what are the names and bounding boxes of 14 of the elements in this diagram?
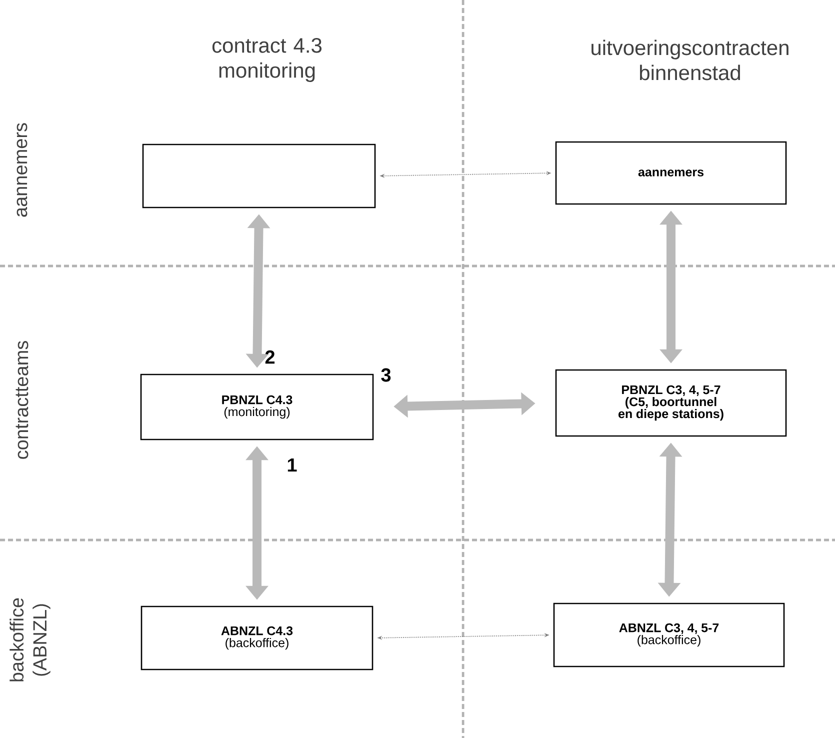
empty-box bbox=[142, 144, 376, 208]
row-heading: aannemers bbox=[16, 123, 28, 217]
process-box: PBNZL C4.3 (monitoring) bbox=[140, 374, 374, 440]
process-box: ABNZL C4.3 (backoffice) bbox=[140, 606, 374, 670]
edge-label: 2 bbox=[265, 350, 275, 364]
column-heading: contract 4.3 monitoring bbox=[212, 38, 322, 82]
process-box: aannemers bbox=[555, 141, 787, 205]
process-box: ABNZL C3, 4, 5-7 (backoffice) bbox=[553, 602, 785, 668]
row-heading: backoffice (ABNZL) bbox=[10, 598, 50, 682]
row-heading: contractteams bbox=[16, 341, 28, 459]
column-heading: uitvoeringscontracten binnenstad bbox=[592, 40, 788, 80]
edge-label: 1 bbox=[288, 458, 297, 472]
process-box: PBNZL C3, 4, 5-7 (C5, boortunnel en diepe stations) bbox=[555, 369, 787, 437]
edge-label: 3 bbox=[381, 368, 391, 382]
